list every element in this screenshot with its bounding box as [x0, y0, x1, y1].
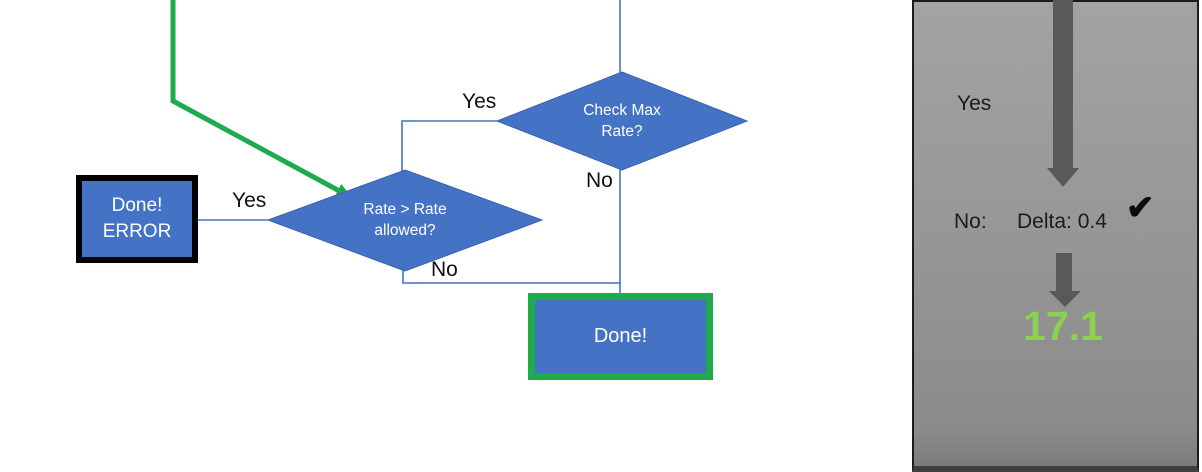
checkmark-icon: ✔	[1126, 189, 1155, 227]
panel-delta-value: Delta: 0.4	[1017, 210, 1107, 233]
panel-long-arrow-shaft	[1053, 0, 1073, 169]
green-path-arrow	[170, 0, 353, 198]
done-error-node: Done! ERROR	[76, 175, 198, 263]
decision-rate-allowed	[266, 169, 544, 272]
panel-long-arrow-head	[1047, 168, 1079, 187]
check-max-yes-label: Yes	[462, 90, 497, 113]
connector-rate-no	[402, 270, 621, 284]
connector-checkmax-yes	[401, 120, 497, 171]
panel-short-arrow-shaft	[1056, 253, 1072, 293]
done-label: Done!	[593, 325, 648, 347]
rate-allowed-no-label: No	[431, 258, 458, 281]
done-error-label: Done! ERROR	[102, 195, 172, 242]
rate-allowed-yes-label: Yes	[232, 189, 267, 212]
panel-yes-label: Yes	[957, 92, 992, 115]
panel-short-arrow-head	[1049, 291, 1081, 307]
panel-result-value: 17.1	[1023, 303, 1103, 349]
done-node: Done!	[528, 293, 713, 380]
decision-check-max-rate	[495, 71, 749, 171]
panel-no-label: No:	[954, 210, 987, 233]
check-max-no-label: No	[586, 169, 613, 192]
